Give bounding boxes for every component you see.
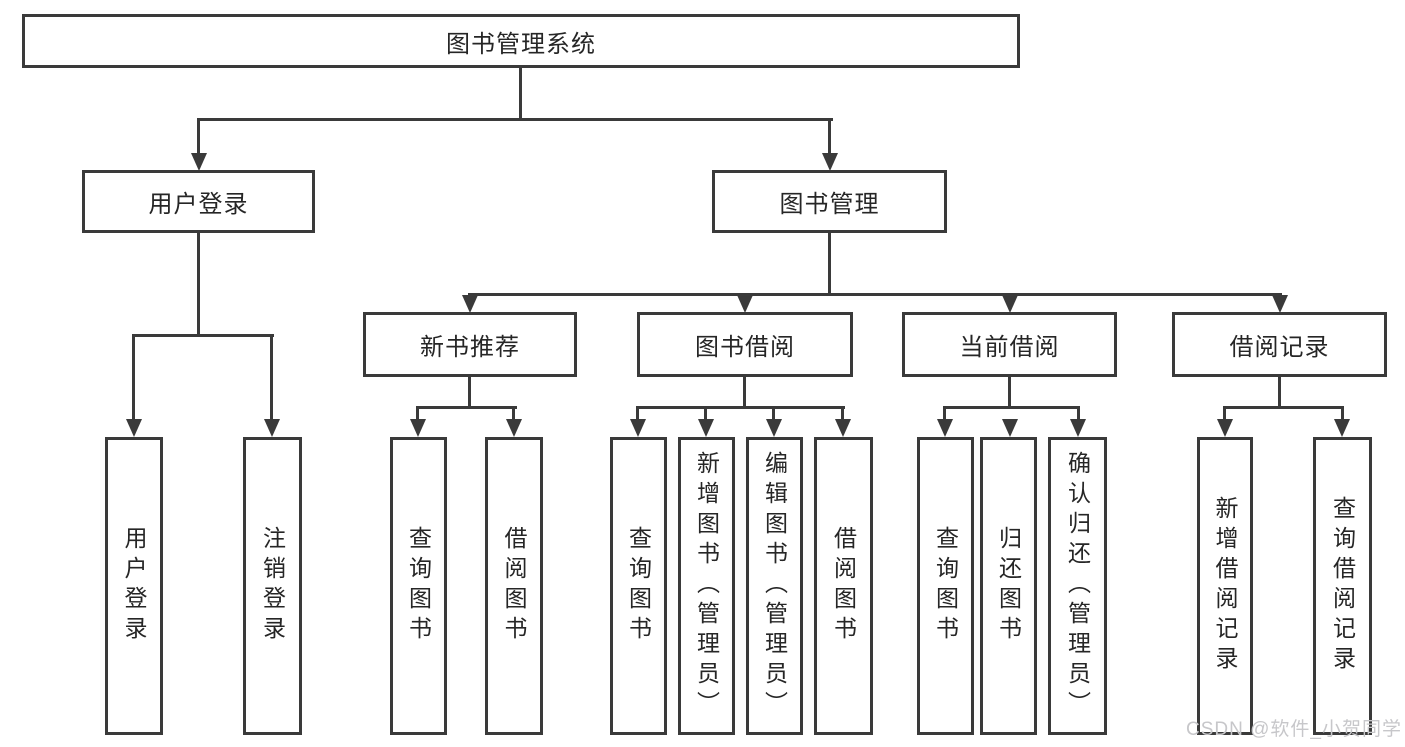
connector-drop: [704, 406, 707, 421]
connector-drop-leaf-logout: [270, 334, 273, 421]
connector-borrowing-rail: [636, 406, 845, 409]
arrow-down-icon: [191, 153, 207, 171]
connector-drop-leaf-user-login: [132, 334, 135, 421]
connector-current-rail: [943, 406, 1080, 409]
leaf-logout: 注销登录: [243, 437, 302, 735]
arrow-down-icon: [126, 419, 142, 437]
leaf-user-login: 用户登录: [105, 437, 163, 735]
node-book-management: 图书管理: [712, 170, 947, 233]
node-root-library-system: 图书管理系统: [22, 14, 1020, 68]
arrow-down-icon: [766, 419, 782, 437]
arrow-down-icon: [410, 419, 426, 437]
arrow-down-icon: [698, 419, 714, 437]
connector-recommend-stub: [468, 377, 471, 408]
connector-drop: [1341, 406, 1344, 421]
connector-drop: [512, 406, 515, 421]
connector-recommend-rail: [416, 406, 517, 409]
connector-drop: [1077, 406, 1080, 421]
leaf-return-books: 归还图书: [980, 437, 1037, 735]
arrow-down-icon: [1334, 419, 1350, 437]
leaf-borrow-books-borrowing: 借阅图书: [814, 437, 873, 735]
connector-drop: [636, 406, 639, 421]
arrow-down-icon: [1002, 419, 1018, 437]
connector-records-rail: [1223, 406, 1344, 409]
connector-drop-user-login: [197, 118, 200, 156]
arrow-down-icon: [1070, 419, 1086, 437]
arrow-down-icon: [937, 419, 953, 437]
connector-records-stub: [1278, 377, 1281, 408]
connector-drop: [943, 406, 946, 421]
connector-drop: [1223, 406, 1226, 421]
arrow-down-icon: [737, 295, 753, 313]
leaf-edit-books-admin: 编辑图书（管理员）: [746, 437, 803, 735]
arrow-down-icon: [506, 419, 522, 437]
arrow-down-icon: [1272, 295, 1288, 313]
arrow-down-icon: [822, 153, 838, 171]
leaf-query-books-current: 查询图书: [917, 437, 974, 735]
node-user-login: 用户登录: [82, 170, 315, 233]
leaf-confirm-return-admin: 确认归还（管理员）: [1048, 437, 1107, 735]
connector-drop: [416, 406, 419, 421]
arrow-down-icon: [1217, 419, 1233, 437]
connector-groups-rail: [468, 293, 1282, 296]
arrow-down-icon: [1002, 295, 1018, 313]
leaf-add-borrow-record: 新增借阅记录: [1197, 437, 1253, 735]
node-new-book-recommendation: 新书推荐: [363, 312, 577, 377]
leaf-borrow-books-recommend: 借阅图书: [485, 437, 543, 735]
connector-root-stub: [519, 67, 522, 121]
csdn-watermark: CSDN @软件_小贺同学: [1186, 719, 1402, 740]
leaf-query-books-borrowing: 查询图书: [610, 437, 667, 735]
arrow-down-icon: [835, 419, 851, 437]
connector-borrowing-stub: [743, 377, 746, 408]
node-borrowing-records: 借阅记录: [1172, 312, 1387, 377]
arrow-down-icon: [264, 419, 280, 437]
leaf-query-borrow-record: 查询借阅记录: [1313, 437, 1372, 735]
leaf-add-books-admin: 新增图书（管理员）: [678, 437, 735, 735]
arrow-down-icon: [630, 419, 646, 437]
connector-book-management-stub: [828, 233, 831, 296]
connector-user-login-stub: [197, 233, 200, 337]
connector-drop: [772, 406, 775, 421]
leaf-query-books-recommend: 查询图书: [390, 437, 447, 735]
connector-user-login-rail: [132, 334, 274, 337]
connector-drop: [841, 406, 844, 421]
node-book-borrowing: 图书借阅: [637, 312, 853, 377]
connector-level2-rail: [197, 118, 833, 121]
node-current-borrowing: 当前借阅: [902, 312, 1117, 377]
connector-current-stub: [1008, 377, 1011, 408]
arrow-down-icon: [462, 295, 478, 313]
connector-drop-book-management: [828, 118, 831, 156]
